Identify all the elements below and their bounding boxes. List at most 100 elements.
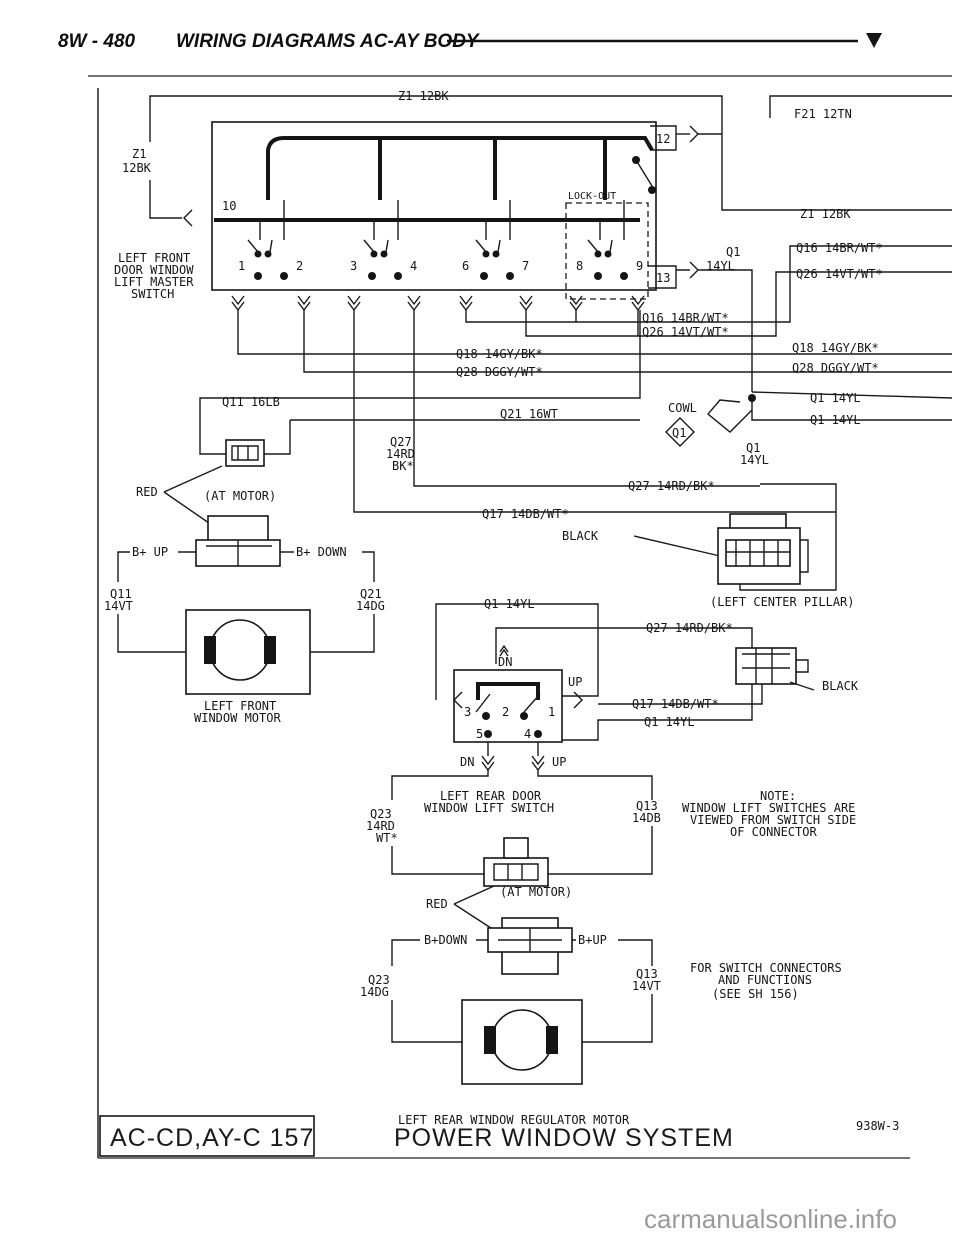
q21-gauge-label: 14DG (356, 599, 385, 613)
q26-right-label: Q26 14VT/WT* (796, 267, 883, 281)
black-pillar-label: BLACK (562, 529, 599, 543)
q23-rear-label: Q23 (368, 973, 390, 987)
q23-label: Q23 (370, 807, 392, 821)
q13-gauge-label: 14DB (632, 811, 661, 825)
b-down-rear-label: B+DOWN (424, 933, 467, 947)
q1-below-gauge-label: 14YL (740, 453, 769, 467)
pin-8-label: 8 (576, 259, 583, 273)
q1-diamond-label: Q1 (672, 426, 686, 440)
master-switch-housing (211, 121, 657, 291)
left-front-motor-group: RED (AT MOTOR) B+ UP B+ DOWN Q11 14VT Q2… (104, 404, 385, 725)
rear-motor-brush-left (484, 1026, 496, 1054)
q17-14dbwt-label: Q17 14DB/WT* (482, 507, 569, 521)
q1-14yl-right-2-label: Q1 14YL (810, 413, 861, 427)
q16-right-label: Q16 14BR/WT* (796, 241, 883, 255)
pin-3-label: 3 (350, 259, 357, 273)
q13-label: Q13 (636, 799, 658, 813)
footer-code: AC-CD,AY-C 157 (110, 1124, 314, 1152)
cowl-splice-diamond (665, 417, 695, 447)
q26-center-label: Q26 14VT/WT* (642, 325, 729, 339)
f21-12tn-label: F21 12TN (794, 107, 852, 121)
pin-2-label: 2 (296, 259, 303, 273)
page-footer: AC-CD,AY-C 157 POWER WINDOW SYSTEM 938W-… (99, 1115, 899, 1157)
rear-switch-title-2: WINDOW LIFT SWITCH (424, 801, 554, 815)
rear-pin-3-label: 3 (464, 705, 471, 719)
lockout-box (565, 202, 649, 300)
rear-pin-5-label: 5 (476, 727, 483, 741)
switch-contacts (247, 200, 628, 280)
q21-16wt-label: Q21 16WT (500, 407, 558, 421)
master-switch-title-1: LEFT FRONT (118, 251, 190, 265)
q1-below-label: Q1 (746, 441, 760, 455)
q13-rear-gauge-label: 14VT (632, 979, 661, 993)
lockout-label: LOCK-OUT (568, 191, 616, 202)
wire-harness: Q18 14GY/BK* Q18 14GY/BK* Q28 DGGY/WT* Q… (199, 241, 953, 521)
black-rear-label: BLACK (822, 679, 859, 693)
z1-label: Z1 (132, 147, 146, 161)
left-center-pillar-label: (LEFT CENTER PILLAR) (710, 595, 855, 609)
q27-gauge-label: 14RD (386, 447, 415, 461)
rear-motor-circle (491, 1009, 553, 1071)
footer-code-box (99, 1115, 315, 1157)
at-motor-rear-label: (AT MOTOR) (500, 885, 572, 899)
q27-color-label: BK* (392, 459, 414, 473)
cowl-label: COWL (668, 401, 697, 415)
rear-motor-brush-right (546, 1026, 558, 1054)
q11-label: Q11 (110, 587, 132, 601)
z1-12bk-right-label: Z1 12BK (800, 207, 851, 221)
header-title: WIRING DIAGRAMS AC-AY BODY (176, 31, 481, 52)
red-label: RED (136, 485, 158, 499)
dn-top-label: DN (498, 655, 512, 669)
pin-10-label: 10 (222, 199, 236, 213)
master-switch-title-2: DOOR WINDOW (114, 263, 194, 277)
pin-6-label: 6 (462, 259, 469, 273)
see-sheet-line-3: (SEE SH 156) (712, 987, 799, 1001)
pin-1-label: 1 (238, 259, 245, 273)
master-switch: LOCK-OUT 12 Z1 12BK F21 12TN Z1 12BK 10 … (114, 89, 952, 392)
rear-switch-title-1: LEFT REAR DOOR (440, 789, 542, 803)
q21-label: Q21 (360, 587, 382, 601)
dn-bottom-label: DN (460, 755, 474, 769)
pin-12-label: 12 (656, 132, 670, 146)
b-down-front-label: B+ DOWN (296, 545, 347, 559)
rear-motor-title: LEFT REAR WINDOW REGULATOR MOTOR (398, 1113, 630, 1127)
b-up-front-label: B+ UP (132, 545, 168, 559)
q28-right-label: Q28 DGGY/WT* (792, 361, 879, 375)
connector-arrow-icon (183, 209, 193, 227)
note-line-1: WINDOW LIFT SWITCHES ARE (682, 801, 855, 815)
q27-label: Q27 (390, 435, 412, 449)
q16-center-label: Q16 14BR/WT* (642, 311, 729, 325)
at-motor-front-label: (AT MOTOR) (204, 489, 276, 503)
q28-center-label: Q28 DGGY/WT* (456, 365, 543, 379)
q1-14yl-mid-label: Q1 14YL (484, 597, 535, 611)
q13-rear-label: Q13 (636, 967, 658, 981)
q27-14rdbk-label: Q27 14RD/BK* (628, 479, 715, 493)
master-switch-connector (231, 295, 645, 312)
z1-12bk-top-label: Z1 12BK (398, 89, 449, 103)
front-motor-title-2: WINDOW MOTOR (194, 711, 281, 725)
up-bottom-label: UP (552, 755, 566, 769)
up-top-label: UP (568, 675, 582, 689)
left-center-pillar-connector: BLACK (LEFT CENTER PILLAR) (562, 512, 855, 609)
q23-rear-gauge-label: 14DG (360, 985, 389, 999)
see-sheet-line-1: FOR SWITCH CONNECTORS (690, 961, 842, 975)
q23-color-label: WT* (376, 831, 398, 845)
left-rear-motor-group: RED (AT MOTOR) B+DOWN B+UP Q23 14DG Q13 … (360, 826, 842, 1127)
q1-14yl-right-1-label: Q1 14YL (810, 391, 861, 405)
rear-pin-2-label: 2 (502, 705, 509, 719)
pin-9-label: 9 (636, 259, 643, 273)
footer-title: POWER WINDOW SYSTEM (394, 1124, 734, 1152)
q23-gauge-label: 14RD (366, 819, 395, 833)
note-line-2: VIEWED FROM SWITCH SIDE (690, 813, 856, 827)
b-up-rear-label: B+UP (578, 933, 607, 947)
q17-2-label: Q17 14DB/WT* (632, 697, 719, 711)
front-motor-brush-left (204, 636, 216, 664)
header-triangle-icon (866, 33, 882, 48)
q11-gauge-label: 14VT (104, 599, 133, 613)
q18-right-label: Q18 14GY/BK* (792, 341, 879, 355)
q1-14yl-2-label: Q1 14YL (644, 715, 695, 729)
pin-4-label: 4 (410, 259, 417, 273)
q27-14rdbk-2-label: Q27 14RD/BK* (646, 621, 733, 635)
note-heading: NOTE: (760, 789, 796, 803)
